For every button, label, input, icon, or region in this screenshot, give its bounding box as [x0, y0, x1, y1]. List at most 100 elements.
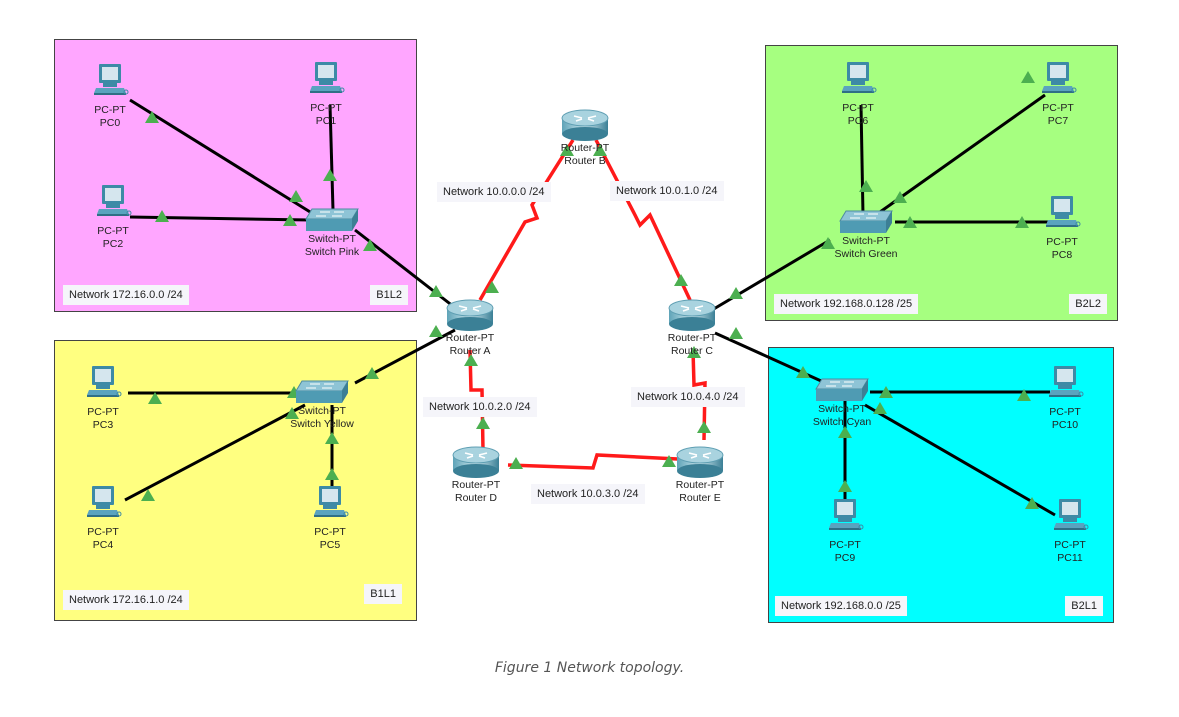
device-type: Switch-PT [298, 405, 346, 417]
pc-icon[interactable] [83, 364, 123, 409]
device-name: PC1 [315, 115, 337, 127]
pc-icon[interactable] [1045, 364, 1085, 409]
device-type: PC-PT [1049, 406, 1081, 418]
device-name: PC6 [847, 115, 869, 127]
wan-label-b-c: Network 10.0.1.0 /24 [610, 181, 724, 201]
link-router-d-router-e [507, 453, 699, 470]
device-type: Switch-PT [842, 235, 890, 247]
network-label-b2l1: Network 192.168.0.0 /25 [775, 596, 907, 616]
link-router-b-router-c [594, 139, 692, 301]
pc-icon[interactable] [306, 60, 346, 105]
device-name: Switch Green [834, 248, 898, 260]
switch-icon[interactable] [294, 379, 350, 410]
device-name: Switch Cyan [812, 416, 872, 428]
router-icon[interactable] [667, 298, 717, 337]
device-name: Switch Pink [304, 246, 360, 258]
device-name: PC7 [1047, 115, 1069, 127]
pc-icon[interactable] [90, 62, 130, 107]
network-label-b1l2: Network 172.16.0.0 /24 [63, 285, 189, 305]
link-up-indicator-icon [429, 325, 443, 337]
device-name: Router E [679, 492, 721, 504]
router-icon[interactable] [675, 445, 725, 484]
device-type: PC-PT [97, 225, 129, 237]
router-icon[interactable] [445, 298, 495, 337]
device-type: Router-PT [675, 479, 725, 491]
device-type: Router-PT [560, 142, 610, 154]
switch-icon[interactable] [838, 209, 894, 240]
device-type: Switch-PT [308, 233, 356, 245]
wan-label-a-b: Network 10.0.0.0 /24 [437, 182, 551, 202]
device-name: PC8 [1051, 249, 1073, 261]
link-up-indicator-icon [485, 281, 499, 293]
zone-tag-b2l1: B2L1 [1065, 596, 1103, 616]
device-name: PC5 [319, 539, 341, 551]
device-type: Router-PT [667, 332, 717, 344]
pc-icon[interactable] [1038, 60, 1078, 105]
device-name: Router D [454, 492, 497, 504]
device-name: PC4 [92, 539, 114, 551]
wan-label-c-e: Network 10.0.4.0 /24 [631, 387, 745, 407]
switch-icon[interactable] [304, 207, 360, 238]
link-up-indicator-icon [697, 421, 711, 433]
wan-label-a-d: Network 10.0.2.0 /24 [423, 397, 537, 417]
device-type: PC-PT [87, 406, 119, 418]
router-icon[interactable] [451, 445, 501, 484]
link-up-indicator-icon [729, 327, 743, 339]
device-name: Router A [449, 345, 491, 357]
device-name: PC11 [1057, 552, 1083, 564]
link-router-a-router-b [478, 139, 575, 301]
pc-icon[interactable] [1050, 497, 1090, 542]
link-up-indicator-icon [509, 457, 523, 469]
pc-icon[interactable] [838, 60, 878, 105]
device-type: PC-PT [310, 102, 342, 114]
switch-icon[interactable] [814, 377, 870, 408]
device-name: PC10 [1051, 419, 1079, 431]
device-type: PC-PT [314, 526, 346, 538]
device-name: Router B [564, 155, 606, 167]
zone-tag-b2l2: B2L2 [1069, 294, 1107, 314]
pc-icon[interactable] [825, 497, 865, 542]
device-type: PC-PT [1046, 236, 1078, 248]
router-icon[interactable] [560, 108, 610, 147]
device-type: PC-PT [1054, 539, 1086, 551]
device-type: PC-PT [829, 539, 861, 551]
device-type: PC-PT [1042, 102, 1074, 114]
device-type: PC-PT [94, 104, 126, 116]
pc-icon[interactable] [1042, 194, 1082, 239]
link-up-indicator-icon [429, 285, 443, 297]
device-name: PC3 [92, 419, 114, 431]
network-label-b1l1: Network 172.16.1.0 /24 [63, 590, 189, 610]
device-name: PC9 [834, 552, 856, 564]
device-type: Switch-PT [818, 403, 866, 415]
pc-icon[interactable] [93, 183, 133, 228]
device-name: PC2 [102, 238, 124, 250]
pc-icon[interactable] [83, 484, 123, 529]
zone-tag-b1l1: B1L1 [364, 584, 402, 604]
link-up-indicator-icon [662, 455, 676, 467]
figure-caption: Figure 1 Network topology. [494, 660, 685, 676]
pc-icon[interactable] [310, 484, 350, 529]
link-up-indicator-icon [729, 287, 743, 299]
zone-tag-b1l2: B1L2 [370, 285, 408, 305]
device-name: PC0 [99, 117, 121, 129]
wan-label-d-e: Network 10.0.3.0 /24 [531, 484, 645, 504]
